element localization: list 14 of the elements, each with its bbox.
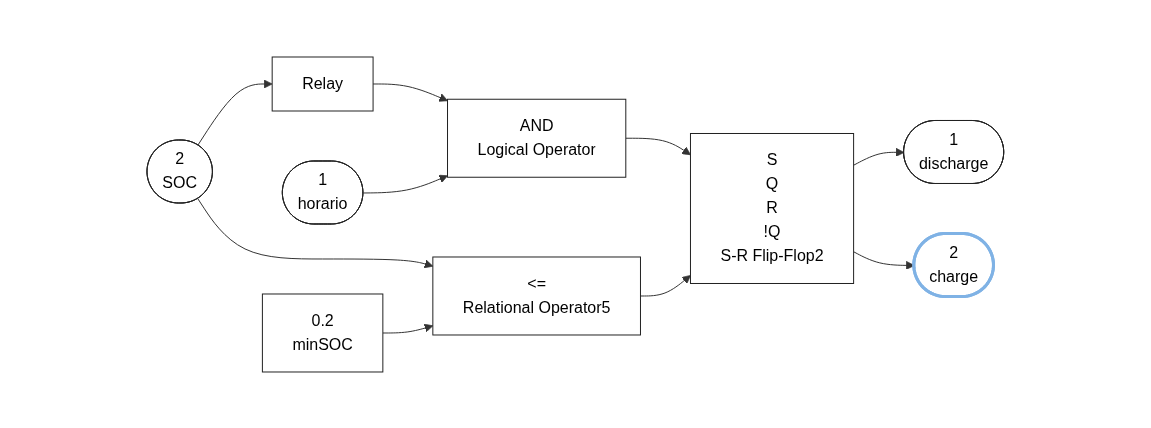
- node-box: AND Logical Operator: [447, 98, 627, 178]
- arrow: [372, 83, 449, 102]
- node-box: 0.2 minSOC: [262, 293, 384, 372]
- node-box: S Q R !Q S-R Flip-Flop2: [690, 132, 855, 284]
- node-box: Relay: [271, 56, 374, 111]
- arrow: [197, 79, 273, 146]
- arrow: [382, 323, 434, 333]
- node-box: <= Relational Operator5: [432, 256, 642, 335]
- arrow: [853, 250, 915, 270]
- arrow: [640, 274, 691, 296]
- arrow: [363, 174, 449, 193]
- arrow: [853, 147, 905, 166]
- arrow: [197, 197, 434, 268]
- arrow: [625, 137, 691, 155]
